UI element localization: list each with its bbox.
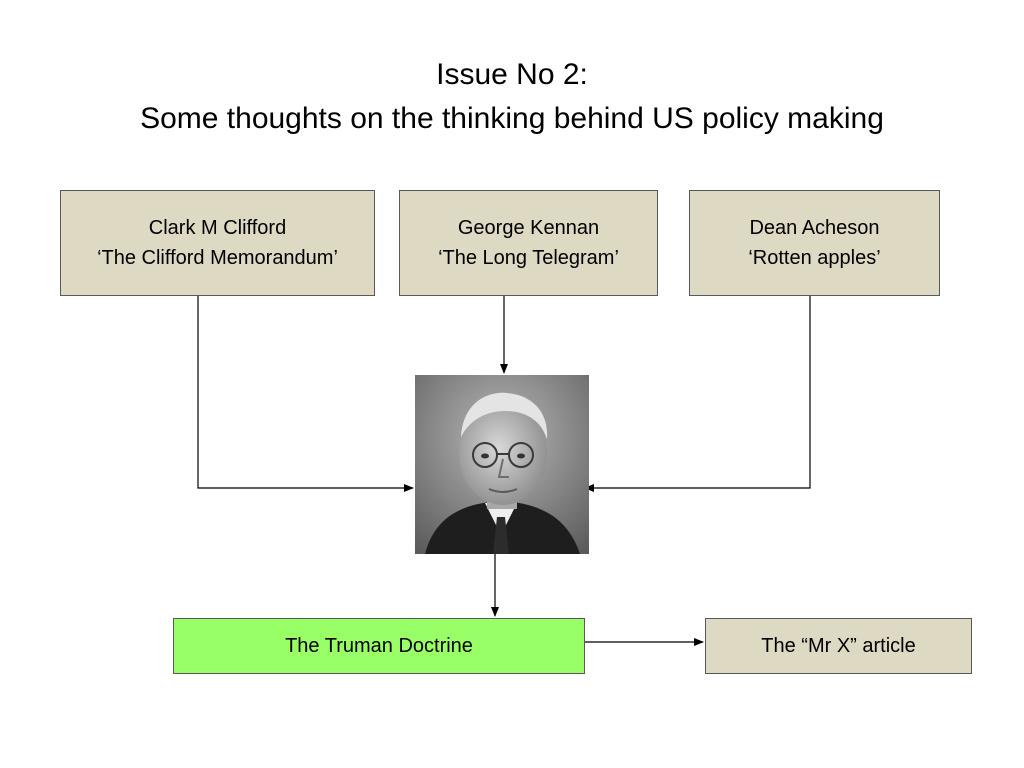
acheson-box: Dean Acheson ‘Rotten apples’ xyxy=(689,190,940,296)
arrow-clifford-to-truman xyxy=(197,296,414,492)
slide-title: Issue No 2: xyxy=(436,58,588,91)
truman-portrait-image xyxy=(415,375,589,554)
mr-x-article-box: The “Mr X” article xyxy=(705,618,972,674)
slide-subtitle: Some thoughts on the thinking behind US … xyxy=(140,102,884,135)
acheson-name: Dean Acheson xyxy=(749,217,880,239)
truman-portrait xyxy=(415,375,589,554)
clifford-work: ‘The Clifford Memorandum’ xyxy=(97,247,338,269)
kennan-work: ‘The Long Telegram’ xyxy=(438,247,619,269)
kennan-box: George Kennan ‘The Long Telegram’ xyxy=(399,190,658,296)
truman-doctrine-box: The Truman Doctrine xyxy=(173,618,585,674)
clifford-name: Clark M Clifford xyxy=(148,217,287,239)
clifford-box: Clark M Clifford ‘The Clifford Memorandu… xyxy=(60,190,375,296)
truman-doctrine-label: The Truman Doctrine xyxy=(285,635,473,657)
acheson-work: ‘Rotten apples’ xyxy=(748,247,881,269)
arrow-acheson-to-truman xyxy=(584,296,811,492)
mr-x-article-label: The “Mr X” article xyxy=(761,635,916,657)
kennan-name: George Kennan xyxy=(457,217,600,239)
